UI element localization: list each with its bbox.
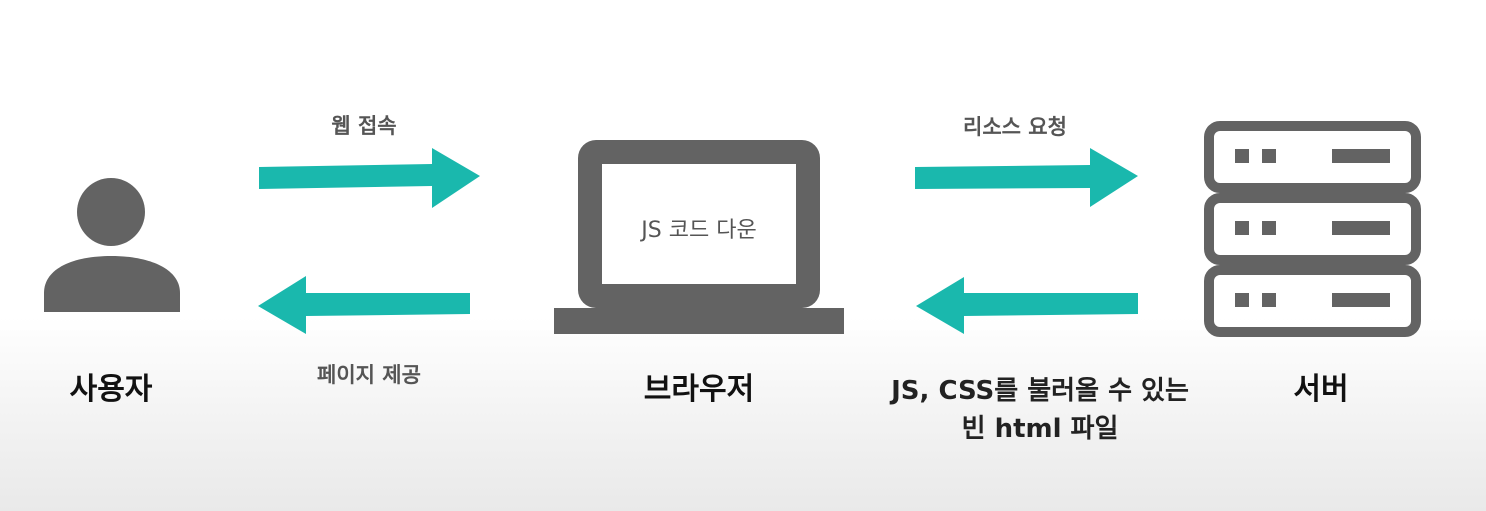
label-server-to-browser-line2: 빈 html 파일 [961, 413, 1119, 444]
node-label-server: 서버 [1293, 372, 1349, 407]
laptop-icon [554, 140, 844, 334]
arrow-browser-to-server [915, 148, 1138, 207]
browser-screen-text: JS 코드 다운 [641, 218, 757, 243]
server-icon [1204, 121, 1421, 337]
arrow-user-to-browser [259, 148, 480, 208]
label-browser-to-server: 리소스 요청 [963, 115, 1067, 139]
node-label-browser: 브라우저 [643, 372, 755, 407]
label-server-to-browser-line1: JS, CSS를 불러올 수 있는 [891, 376, 1189, 406]
arrow-server-to-browser [916, 277, 1138, 334]
arrow-browser-to-user [258, 276, 470, 334]
label-server-to-browser: JS, CSS를 불러올 수 있는 빈 html 파일 [891, 373, 1189, 448]
person-icon [44, 178, 180, 312]
node-label-user: 사용자 [69, 372, 153, 407]
label-user-to-browser: 웹 접속 [331, 114, 397, 138]
label-browser-to-user: 페이지 제공 [317, 363, 421, 387]
